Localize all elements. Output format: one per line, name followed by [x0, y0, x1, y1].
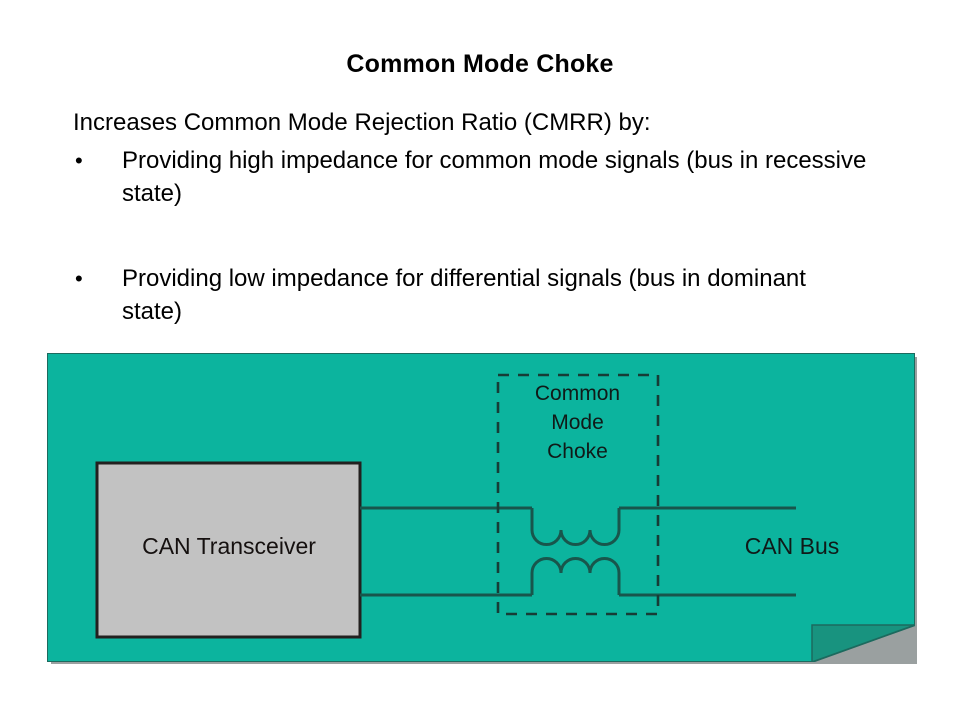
- bullet-icon: •: [75, 266, 83, 291]
- bullet-text: Providing low impedance for differential…: [122, 265, 806, 325]
- can-bus-label: CAN Bus: [744, 533, 840, 559]
- choke-label-line-2: Mode: [551, 411, 604, 434]
- lead-line: Increases Common Mode Rejection Ratio (C…: [73, 109, 651, 136]
- choke-winding-bottom: [530, 557, 621, 595]
- can-transceiver-box: [95, 461, 362, 639]
- choke-label-line-3: Choke: [547, 440, 608, 463]
- diagram-canvas: [47, 353, 915, 662]
- bullet-icon: •: [75, 148, 83, 173]
- bullet-text: Providing high impedance for common mode…: [122, 147, 867, 207]
- choke-dashed-outline: [496, 373, 660, 616]
- page-title: Common Mode Choke: [346, 50, 614, 78]
- circuit-diagram: [47, 353, 917, 664]
- page-fold-icon: [811, 624, 915, 662]
- common-mode-choke-label: Common Mode Choke: [495, 379, 660, 466]
- list-item: • Providing high impedance for common mo…: [73, 144, 883, 210]
- choke-label-line-1: Common: [534, 382, 621, 405]
- body-text-block: Increases Common Mode Rejection Ratio (C…: [73, 108, 883, 328]
- list-item: • Providing low impedance for differenti…: [73, 262, 883, 328]
- choke-winding-top: [530, 508, 621, 546]
- can-transceiver-label: CAN Transceiver: [142, 533, 316, 559]
